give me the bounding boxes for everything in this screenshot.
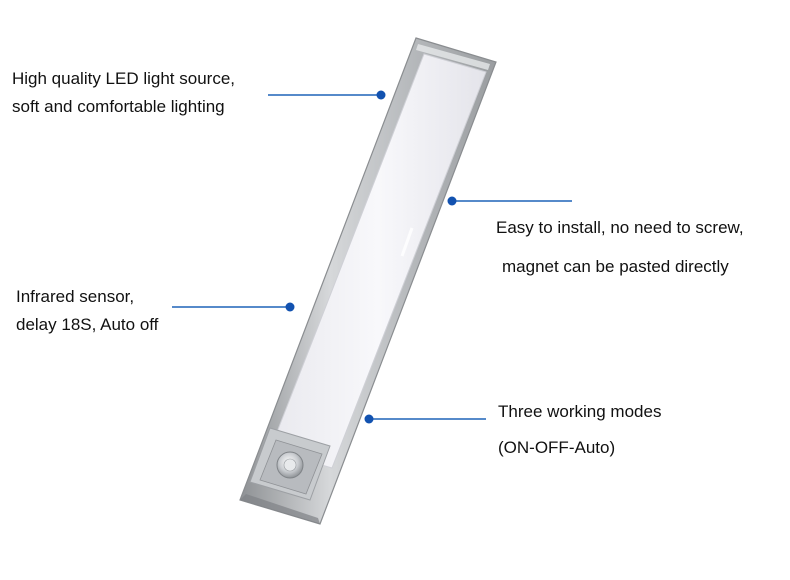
dot-icon (285, 302, 295, 312)
callout-led (268, 90, 386, 100)
led-callout-line2: soft and comfortable lighting (12, 97, 225, 116)
light-bar-diffuser (269, 53, 487, 469)
callout-modes (364, 414, 486, 424)
sensor-callout-line1: Infrared sensor, (16, 287, 135, 306)
callout-install (447, 196, 572, 206)
modes-callout-line1: Three working modes (498, 402, 662, 421)
led-callout-line1: High quality LED light source, (12, 69, 236, 88)
install-callout-line2: magnet can be pasted directly (502, 257, 729, 276)
dot-icon (364, 414, 374, 424)
dot-icon (447, 196, 457, 206)
modes-callout-line2: (ON-OFF-Auto) (498, 438, 616, 457)
install-callout-line1: Easy to install, no need to screw, (496, 218, 744, 237)
dot-icon (376, 90, 386, 100)
callout-sensor (172, 302, 295, 312)
sensor-callout-line2: delay 18S, Auto off (16, 315, 159, 334)
pir-sensor-icon (249, 427, 331, 501)
